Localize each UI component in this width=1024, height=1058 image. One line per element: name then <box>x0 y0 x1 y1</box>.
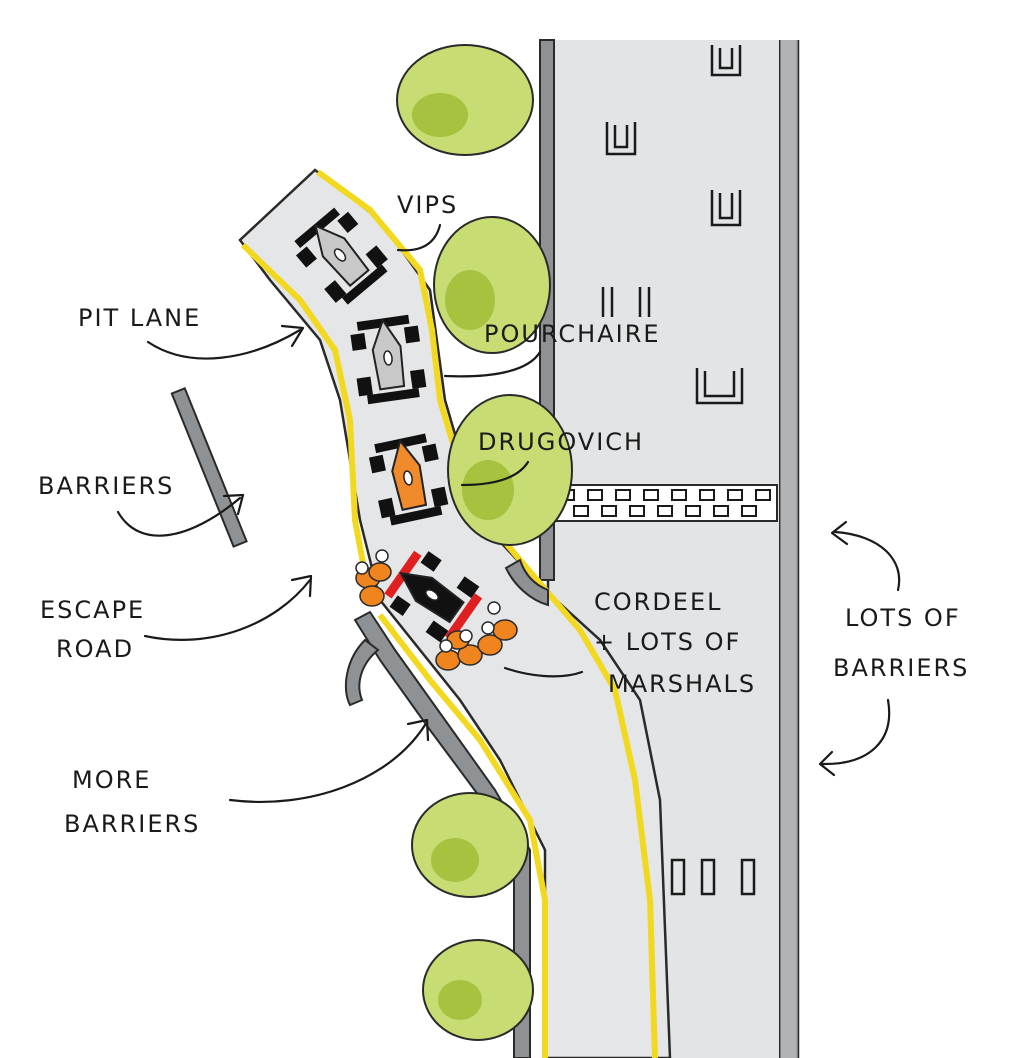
pourchaire-leader <box>443 350 542 378</box>
start-finish-line <box>554 484 778 522</box>
cordeel-car <box>384 550 483 643</box>
label-pourchaire: POURCHAIRE <box>484 320 661 348</box>
label-more-barriers-line-2: BARRIERS <box>64 810 200 838</box>
lots-of-barriers-arrow-bottom-head <box>818 750 836 777</box>
tree-bottom-2 <box>422 939 534 1041</box>
pit-exit-curb <box>504 558 549 607</box>
drugovich-car <box>368 433 449 526</box>
barriers-left <box>170 387 248 548</box>
pit-car-1 <box>294 207 388 305</box>
label-lots-of-barriers-line-2: BARRIERS <box>833 654 969 682</box>
tree-bottom-1 <box>411 792 529 898</box>
pourchaire-car <box>350 314 427 405</box>
lots-of-barriers-arrow-bottom <box>820 698 891 766</box>
label-more-barriers-line-1: MORE <box>72 766 151 794</box>
pit-lane-arrow <box>146 328 302 360</box>
marshals <box>355 549 518 671</box>
drugovich-leader <box>460 460 530 487</box>
label-escape-line-2: ROAD <box>56 635 134 663</box>
label-vips: VIPS <box>397 191 458 219</box>
escape-road-curb <box>344 638 380 707</box>
escape-road-arrow-head <box>290 574 313 598</box>
label-escape-line-1: ESCAPE <box>40 596 145 624</box>
lots-of-barriers-arrow-top-head <box>830 520 849 546</box>
grid-markings <box>601 45 756 896</box>
barriers-arrow <box>116 496 242 537</box>
more-barriers-arrow <box>228 723 427 804</box>
label-cordeel-line-3: MARSHALS <box>608 670 756 698</box>
annotation-arrows <box>116 223 901 804</box>
escape-road-arrow <box>143 578 312 641</box>
cordeel-leader <box>503 666 584 678</box>
pit-lane-arrow-head <box>280 324 305 348</box>
vips-leader <box>396 223 442 252</box>
tree-drugovich <box>447 394 573 546</box>
barriers-arrow-head <box>222 493 245 516</box>
label-cordeel-line-2: + LOTS OF <box>594 628 741 656</box>
label-lots-of-barriers-line-1: LOTS OF <box>845 604 961 632</box>
more-barriers-arrow-head <box>406 718 430 742</box>
label-drugovich: DRUGOVICH <box>478 428 644 456</box>
more-barriers <box>353 610 531 1058</box>
label-barriers: BARRIERS <box>38 472 174 500</box>
lots-of-barriers-arrow-top <box>833 530 901 592</box>
tree-vips <box>433 216 551 354</box>
label-pit-lane: PIT LANE <box>78 304 201 332</box>
label-cordeel-line-1: CORDEEL <box>594 588 723 616</box>
tree-top <box>396 44 534 156</box>
